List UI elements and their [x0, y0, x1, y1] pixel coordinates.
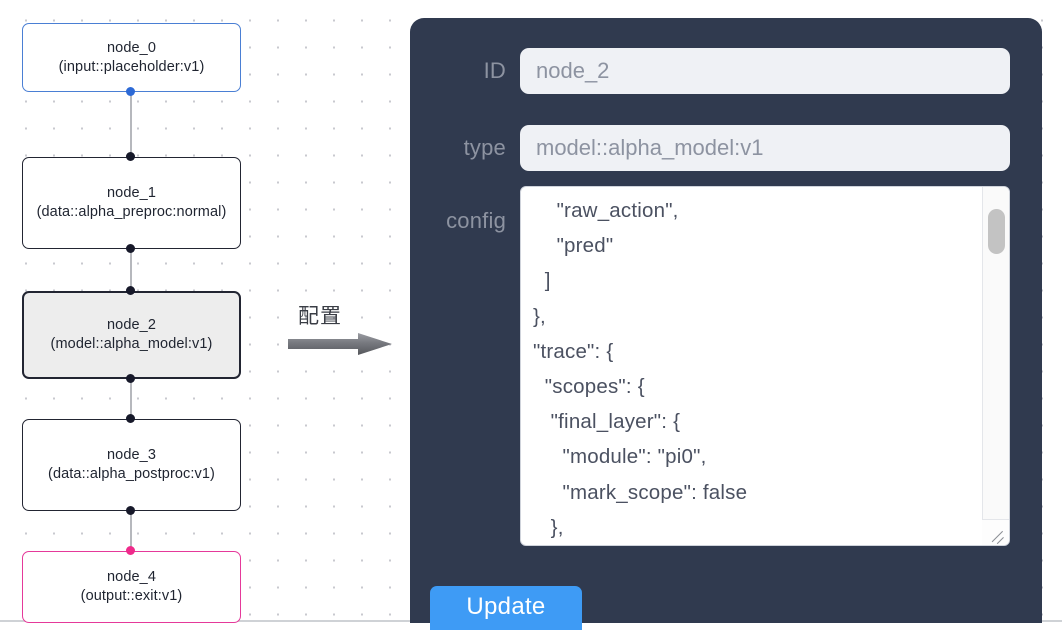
type-field-label: type	[463, 135, 506, 160]
node-title: node_1	[107, 185, 156, 201]
node-title: node_2	[107, 317, 156, 333]
node-subtitle: (input::placeholder:v1)	[58, 58, 205, 75]
node-port-node_2-out[interactable]	[126, 374, 135, 383]
id-field-label: ID	[483, 58, 506, 83]
node-port-node_0-out[interactable]	[126, 87, 135, 96]
edge-node3-node4	[130, 511, 132, 551]
edge-node1-node2	[130, 249, 132, 291]
node-port-node_2-in[interactable]	[126, 286, 135, 295]
id-input[interactable]	[520, 48, 1010, 94]
graph-node-node_4[interactable]: node_4 (output::exit:v1)	[22, 551, 241, 623]
right-arrow-icon	[288, 333, 392, 355]
config-textarea[interactable]: "raw_action", "pred" ] }, "trace": { "sc…	[520, 186, 1010, 546]
bottom-strip	[0, 622, 1062, 643]
id-field-row: ID	[410, 48, 1010, 94]
config-scrollbar-thumb[interactable]	[988, 209, 1005, 254]
node-subtitle: (model::alpha_model:v1)	[50, 336, 213, 352]
graph-node-node_1[interactable]: node_1 (data::alpha_preproc:normal)	[22, 157, 241, 249]
node-config-panel: ID type config "raw_action", "pred" ] },…	[410, 18, 1042, 630]
node-port-node_1-in[interactable]	[126, 152, 135, 161]
node-subtitle: (data::alpha_postproc:v1)	[48, 466, 215, 482]
node-subtitle: (data::alpha_preproc:normal)	[36, 204, 227, 220]
config-field-row: config "raw_action", "pred" ] }, "trace"…	[410, 186, 1010, 546]
graph-node-node_3[interactable]: node_3 (data::alpha_postproc:v1)	[22, 419, 241, 511]
node-port-node_4-in[interactable]	[126, 546, 135, 555]
transition-label: 配置	[298, 304, 342, 328]
type-field-row: type	[410, 125, 1010, 171]
node-port-node_1-out[interactable]	[126, 244, 135, 253]
type-input[interactable]	[520, 125, 1010, 171]
node-title: node_4	[107, 569, 156, 585]
node-subtitle: (output::exit:v1)	[80, 588, 183, 604]
node-title: node_0	[107, 39, 156, 56]
graph-node-node_0[interactable]: node_0 (input::placeholder:v1)	[22, 23, 241, 92]
node-port-node_3-in[interactable]	[126, 414, 135, 423]
resize-handle-icon[interactable]	[982, 519, 1009, 545]
config-textarea-content[interactable]: "raw_action", "pred" ] }, "trace": { "sc…	[533, 199, 748, 539]
config-scrollbar[interactable]	[982, 187, 1009, 545]
node-title: node_3	[107, 447, 156, 463]
edge-node0-node1	[130, 92, 132, 157]
config-field-label: config	[446, 208, 506, 233]
update-button[interactable]: Update	[430, 586, 582, 630]
graph-node-node_2[interactable]: node_2 (model::alpha_model:v1)	[22, 291, 241, 379]
edge-node2-node3	[130, 379, 132, 419]
node-port-node_3-out[interactable]	[126, 506, 135, 515]
